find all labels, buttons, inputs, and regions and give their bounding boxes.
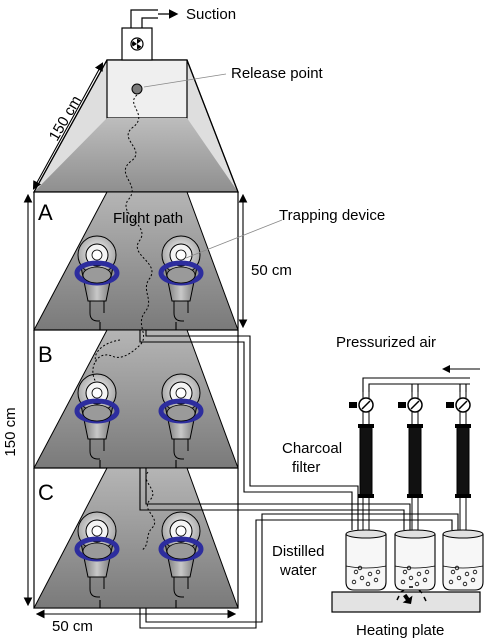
valve-gauge-icon xyxy=(349,397,374,413)
section-label-a: A xyxy=(38,200,53,225)
trap-device xyxy=(158,235,204,322)
trap-device xyxy=(74,235,120,322)
trap-device xyxy=(74,511,120,598)
dimension-top-height xyxy=(32,62,104,190)
trapping-devices xyxy=(74,235,204,598)
valve-gauge-icon xyxy=(398,397,423,413)
purification-column xyxy=(442,392,484,591)
purification-column xyxy=(345,392,387,591)
total-height-label: 150 cm xyxy=(2,407,19,456)
outlet-tubing xyxy=(99,322,459,629)
trap-device xyxy=(74,373,120,460)
air-supply-lines xyxy=(362,365,480,392)
trapping-device-label: Trapping device xyxy=(279,207,385,224)
distilled-water-label-line1: Distilled xyxy=(272,543,325,560)
trap-leader-line xyxy=(185,219,283,259)
flight-path-line xyxy=(92,94,153,383)
release-point-label: Release point xyxy=(231,65,324,82)
purification-columns xyxy=(345,392,484,591)
trap-device xyxy=(158,373,204,460)
trap-device xyxy=(158,511,204,598)
charcoal-filter-label-line2: filter xyxy=(292,459,320,476)
flight-path-label: Flight path xyxy=(113,210,183,227)
distilled-water-label-line2: water xyxy=(279,562,317,579)
release-point-marker xyxy=(131,83,143,95)
section-height-label: 50 cm xyxy=(251,262,292,279)
suction-label: Suction xyxy=(186,6,236,23)
valve-gauge-icon xyxy=(446,397,471,413)
heating-plate xyxy=(331,586,481,613)
base-width-label: 50 cm xyxy=(52,618,93,635)
heating-plate-label: Heating plate xyxy=(356,622,444,639)
fan-icon xyxy=(130,37,144,51)
pressurized-air-label: Pressurized air xyxy=(336,334,436,351)
charcoal-filter-label-line1: Charcoal xyxy=(282,440,342,457)
fan-housing xyxy=(121,27,153,61)
section-label-b: B xyxy=(38,342,53,367)
section-label-c: C xyxy=(38,480,54,505)
heat-arrow-icon xyxy=(396,586,427,604)
purification-column xyxy=(394,392,436,591)
